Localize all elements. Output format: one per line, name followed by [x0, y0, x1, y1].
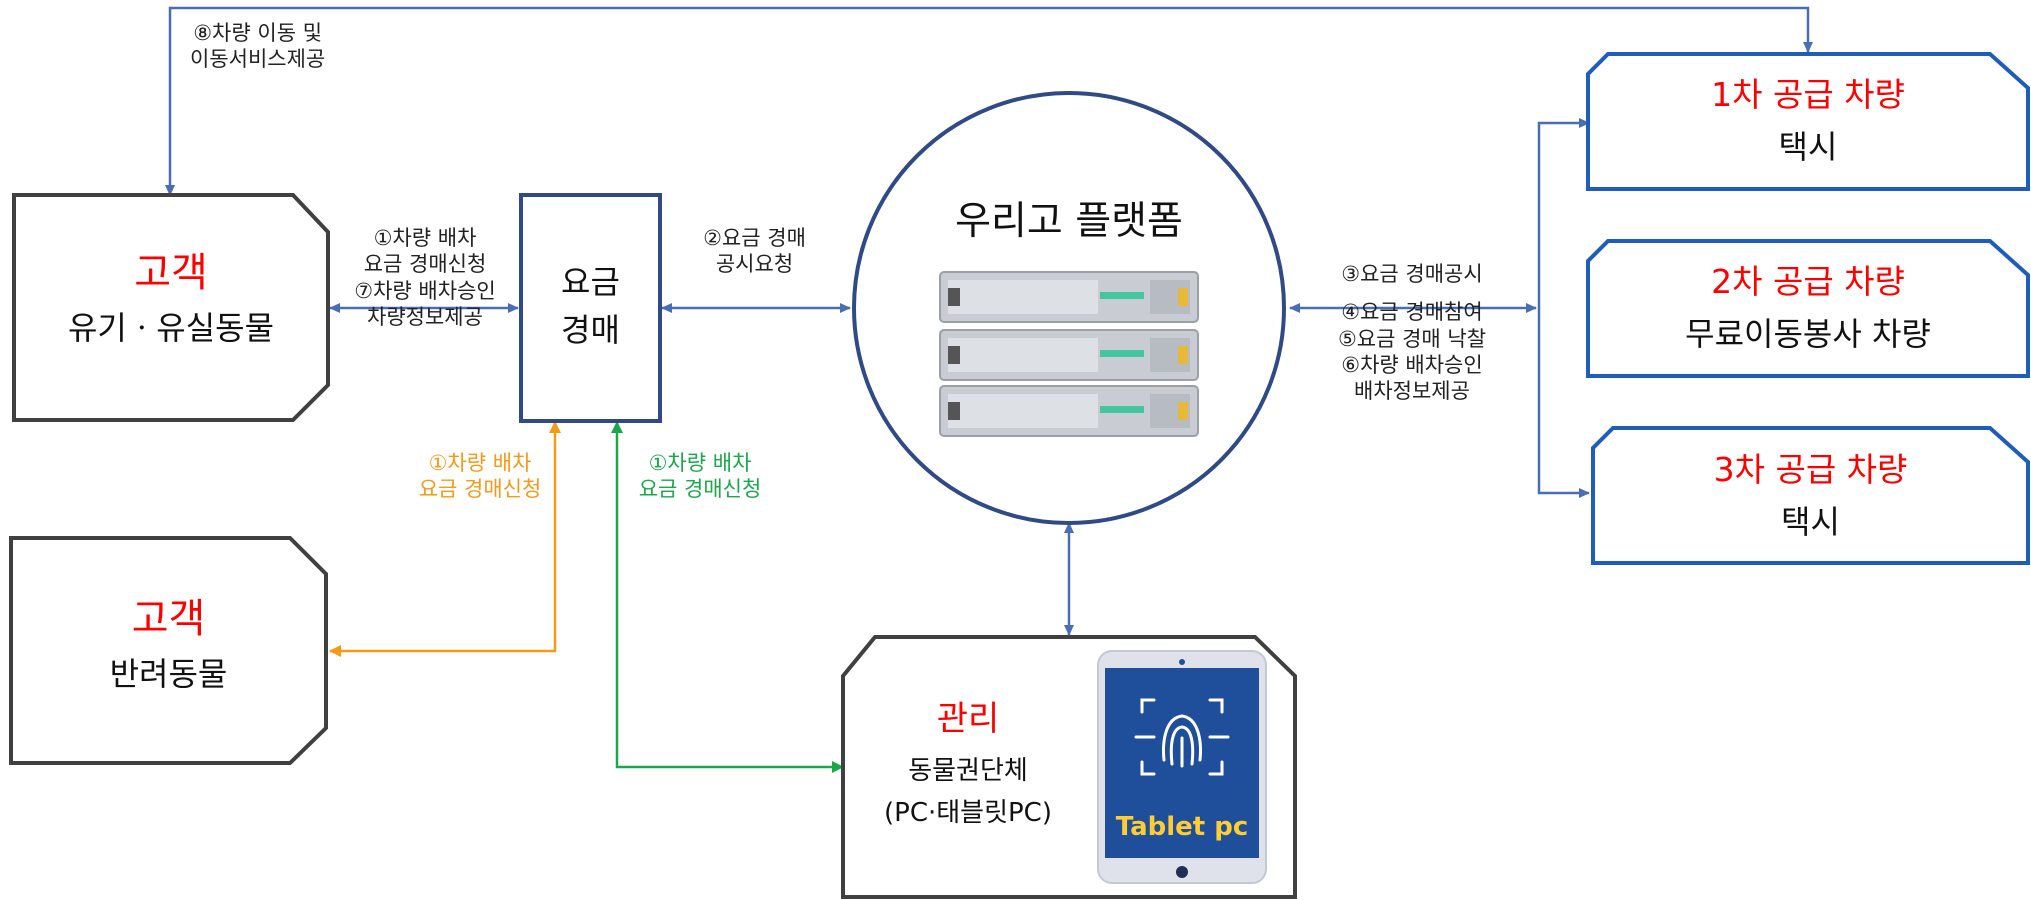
platform-vehicles-line1: ③요금 경매공시	[1341, 262, 1483, 286]
platform-title: 우리고 플랫폼	[955, 199, 1183, 244]
fare-auction-box	[519, 193, 662, 423]
management-line2: (PC·태블릿PC)	[884, 798, 1052, 828]
auction-platform-line1: ②요금 경매	[703, 226, 806, 250]
management-request-line1: ①차량 배차	[648, 451, 752, 475]
customer-stray-box	[12, 193, 330, 422]
tablet-label: Tablet pc	[1115, 812, 1249, 842]
supply-2-label: 2차 공급 차량 무료이동봉사 차량	[1588, 261, 2028, 354]
fare-auction-line2: 경매	[561, 311, 620, 349]
service-edge-label: ⑧차량 이동 및 이동서비스제공	[190, 20, 325, 73]
vehicle-branch-connector	[1537, 118, 1590, 498]
customer-stray-subtitle: 유기ㆍ유실동물	[67, 309, 275, 347]
customer-auction-line3: ⑦차량 배차승인	[354, 278, 496, 303]
platform-vehicles-line2: ④요금 경매참여	[1341, 300, 1483, 325]
customer-stray-label: 고객 유기ㆍ유실동물	[14, 248, 328, 348]
management-title: 관리	[936, 699, 1000, 739]
fare-auction-line1: 요금	[561, 263, 620, 301]
supply-3-subtitle: 택시	[1781, 503, 1840, 542]
service-edge-line2: 이동서비스제공	[190, 47, 326, 72]
auction-platform-line2: 공시요청	[715, 252, 794, 277]
management-request-line2: 요금 경매신청	[638, 477, 762, 502]
supply-3-label: 3차 공급 차량 택시	[1593, 449, 2028, 542]
platform-vehicles-edge-label: ③요금 경매공시 ④요금 경매참여 ⑤요금 경매 낙찰 ⑥차량 배차승인 배차정…	[1312, 261, 1512, 404]
supply-1-title: 1차 공급 차량	[1711, 75, 1905, 114]
customer-auction-edge-label: ①차량 배차 요금 경매신청 ⑦차량 배차승인 차량정보제공	[335, 225, 515, 330]
customer-auction-line1: ①차량 배차	[373, 226, 477, 250]
service-connector	[165, 6, 1813, 196]
server-rack-icon	[939, 271, 1199, 437]
customer-stray-title: 고객	[134, 250, 208, 296]
customer-pet-title: 고객	[131, 596, 206, 642]
pet-request-edge-label: ①차량 배차 요금 경매신청	[400, 450, 560, 503]
supply-1-label: 1차 공급 차량 택시	[1588, 74, 2028, 167]
pet-request-line1: ①차량 배차	[428, 451, 532, 475]
fingerprint-icon	[1134, 698, 1230, 776]
customer-pet-label: 고객 반려동물	[11, 594, 326, 694]
service-edge-line1: ⑧차량 이동 및	[193, 21, 323, 45]
supply-1-box	[1586, 52, 2030, 191]
fare-auction-label: 요금 경매	[521, 262, 660, 350]
pet-request-line2: 요금 경매신청	[418, 477, 542, 502]
customer-pet-box	[9, 536, 328, 765]
supply-3-title: 3차 공급 차량	[1713, 450, 1908, 489]
customer-auction-line2: 요금 경매신청	[363, 252, 487, 277]
management-label: 관리 동물권단체 (PC·태블릿PC)	[858, 698, 1078, 830]
platform-vehicles-line5: 배차정보제공	[1354, 379, 1470, 403]
supply-2-box	[1586, 239, 2030, 378]
pet-request-connector	[329, 421, 561, 657]
platform-vehicles-line4: ⑥차량 배차승인	[1341, 352, 1483, 377]
management-line1: 동물권단체	[908, 755, 1028, 786]
customer-pet-subtitle: 반려동물	[109, 655, 228, 693]
management-request-connector	[611, 421, 844, 773]
supply-3-box	[1591, 426, 2030, 565]
customer-auction-line4: 차량정보제공	[367, 304, 483, 329]
supply-2-title: 2차 공급 차량	[1711, 262, 1905, 301]
platform-vehicles-line3: ⑤요금 경매 낙찰	[1337, 326, 1487, 351]
supply-1-subtitle: 택시	[1778, 128, 1838, 167]
management-request-edge-label: ①차량 배차 요금 경매신청	[620, 450, 780, 503]
auction-platform-edge-label: ②요금 경매 공시요청	[672, 225, 837, 278]
tablet-device	[1097, 650, 1267, 884]
supply-2-subtitle: 무료이동봉사 차량	[1685, 315, 1931, 354]
